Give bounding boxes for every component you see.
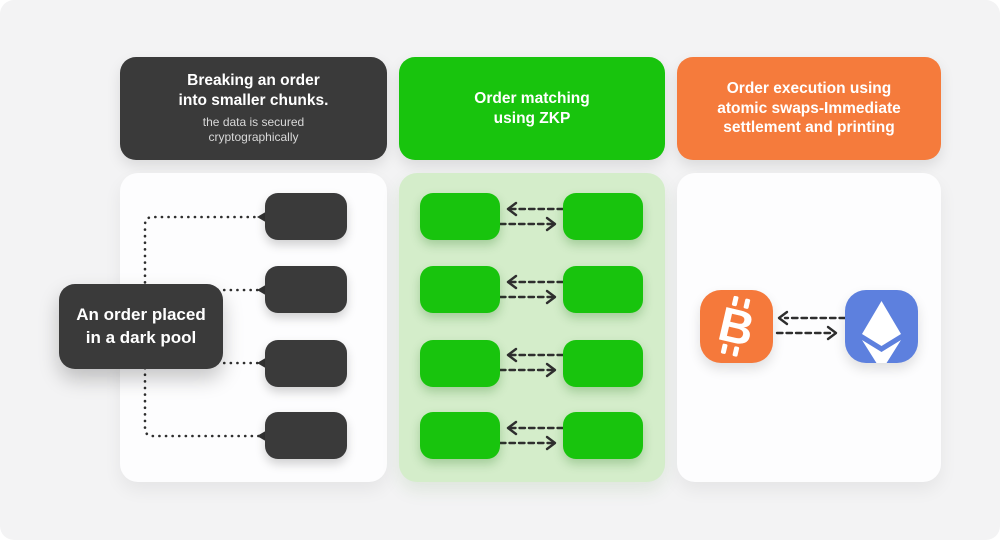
dark-pool-label: An order placed in a dark pool (59, 284, 223, 369)
execution-panel: B (677, 173, 941, 482)
matching-panel (399, 173, 665, 482)
matched-order-left-3 (420, 340, 500, 387)
step3-header-execution: Order execution using atomic swaps-Immed… (677, 57, 941, 160)
step3-title-line1: Order execution using (726, 79, 892, 97)
step2-title-line1: Order matching (474, 89, 590, 107)
step1-title-line2: into smaller chunks. (178, 91, 329, 109)
step1-header-chunking: Breaking an order into smaller chunks. t… (120, 57, 387, 160)
matched-order-right-3 (563, 340, 643, 387)
matched-order-right-2 (563, 266, 643, 313)
ethereum-icon (845, 290, 918, 363)
order-chunk-2 (265, 266, 347, 313)
matched-order-left-1 (420, 193, 500, 240)
step1-subtitle-line2: cryptographically (208, 130, 299, 145)
order-chunk-1 (265, 193, 347, 240)
step2-header-matching: Order matching using ZKP (399, 57, 665, 160)
order-chunk-4 (265, 412, 347, 459)
step3-title-line2: atomic swaps-Immediate (717, 99, 901, 117)
matched-order-right-1 (563, 193, 643, 240)
step1-title-line1: Breaking an order (187, 72, 320, 90)
matched-order-left-2 (420, 266, 500, 313)
ethereum-glyph (862, 301, 901, 363)
step3-title: Order execution using atomic swaps-Immed… (717, 79, 900, 138)
arrow-tails (257, 210, 269, 443)
swap-arrows-matching (498, 201, 565, 451)
step2-title: Order matching using ZKP (474, 89, 589, 129)
bitcoin-icon: B (700, 290, 773, 363)
step1-subtitle-line1: the data is secured (202, 114, 305, 129)
dark-pool-label-line1: An order placed (76, 304, 206, 324)
bitcoin-glyph: B (713, 295, 759, 357)
order-chunk-3 (265, 340, 347, 387)
step1-title: Breaking an order into smaller chunks. (179, 71, 329, 111)
step2-title-line2: using ZKP (493, 109, 571, 127)
chunking-panel (120, 173, 387, 482)
matched-order-right-4 (563, 412, 643, 459)
step3-title-line3: settlement and printing (723, 119, 895, 137)
swap-arrows-execution (775, 310, 847, 341)
step1-subtitle: the data is secured cryptographically (203, 115, 304, 146)
dark-pool-label-line2: in a dark pool (85, 327, 197, 347)
matched-order-left-4 (420, 412, 500, 459)
